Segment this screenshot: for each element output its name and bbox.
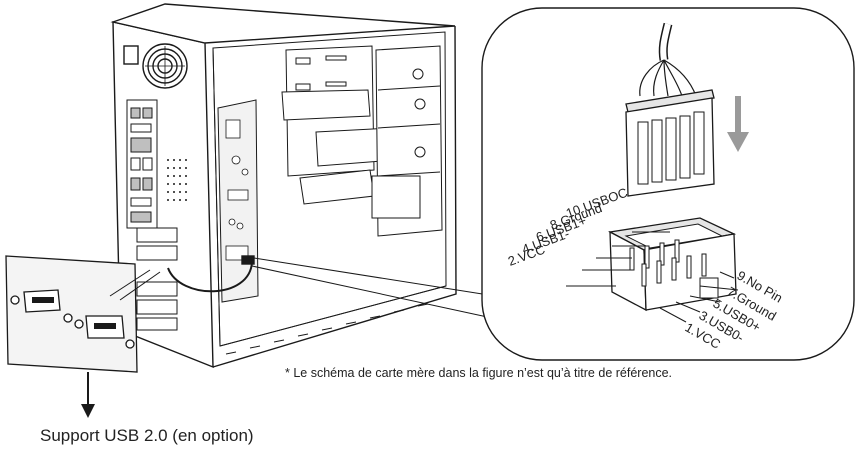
case-front-edge (212, 25, 457, 368)
front-usb-panel (5, 255, 161, 373)
expansion-slots (136, 227, 178, 331)
vent-grid (167, 159, 187, 201)
header-connector-small (241, 255, 255, 265)
usb-cable (167, 261, 253, 293)
usb-pin-header (607, 217, 737, 312)
power-socket (123, 45, 139, 65)
reference-footnote: * Le schéma de carte mère dans la figure… (285, 366, 673, 380)
motherboard-components (225, 119, 249, 261)
front-panel-shape (5, 255, 138, 373)
io-shield (126, 99, 158, 229)
drive-cage-plate (371, 175, 421, 219)
computer-case (110, 3, 457, 369)
down-arrow-icon (81, 372, 95, 418)
header-cable-wires (639, 22, 697, 97)
bottom-rail-marks (225, 303, 429, 355)
insert-arrow-icon (727, 96, 749, 152)
fan-icon (142, 43, 188, 89)
usb-female-plug (625, 89, 715, 197)
optional-support-label: Support USB 2.0 (en option) (40, 426, 254, 445)
pin-leader-lines (566, 231, 739, 323)
usb-port-icon (74, 315, 135, 349)
drive-bays (281, 45, 443, 237)
zoom-leader-lines (251, 257, 496, 319)
header-pins (629, 239, 707, 287)
usb-port-icon (10, 289, 73, 323)
